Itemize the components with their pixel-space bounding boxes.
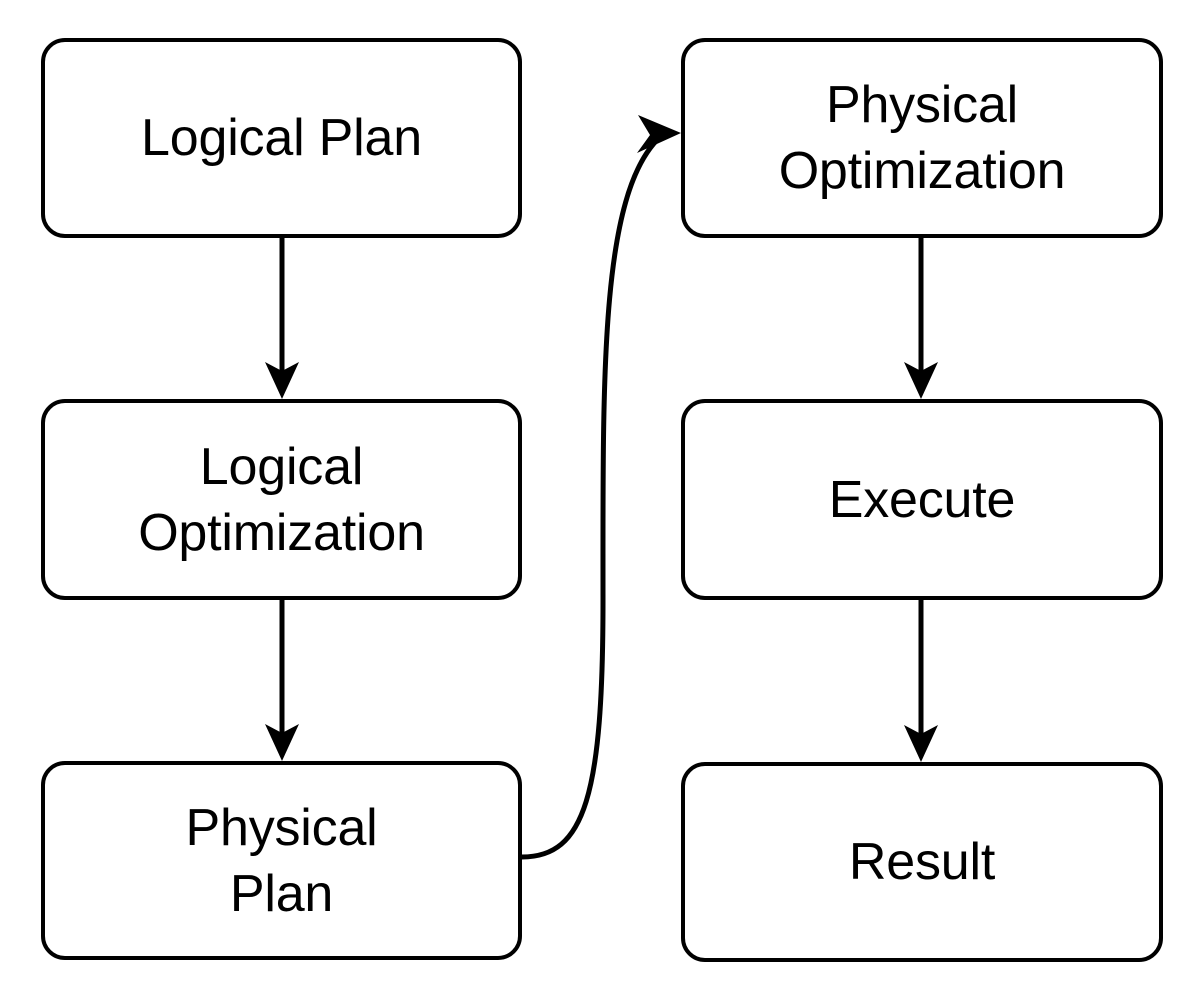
node-physical-plan-label: Physical Plan bbox=[185, 798, 378, 923]
edge-physical-optimization-to-execute bbox=[904, 238, 938, 399]
node-physical-plan[interactable]: Physical Plan bbox=[41, 761, 522, 960]
node-logical-optimization[interactable]: Logical Optimization bbox=[41, 399, 522, 600]
edge-logical-plan-to-logical-optimization bbox=[265, 238, 299, 399]
node-physical-optimization[interactable]: Physical Optimization bbox=[681, 38, 1163, 238]
edge-execute-to-result bbox=[904, 600, 938, 762]
node-logical-plan[interactable]: Logical Plan bbox=[41, 38, 522, 238]
node-logical-optimization-label: Logical Optimization bbox=[138, 437, 425, 562]
node-result-label: Result bbox=[848, 833, 996, 891]
edge-logical-optimization-to-physical-plan bbox=[265, 600, 299, 761]
node-logical-plan-label: Logical Plan bbox=[141, 109, 422, 167]
node-execute-label: Execute bbox=[828, 470, 1016, 529]
node-result[interactable]: Result bbox=[681, 762, 1163, 962]
node-physical-optimization-label: Physical Optimization bbox=[778, 76, 1066, 200]
node-execute[interactable]: Execute bbox=[681, 399, 1163, 600]
edge-physical-plan-to-physical-optimization bbox=[519, 115, 681, 860]
